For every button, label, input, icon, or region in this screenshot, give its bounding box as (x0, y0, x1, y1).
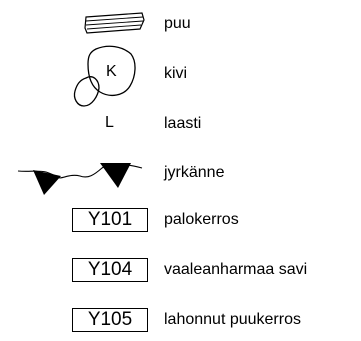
legend-row-y104: Y104 vaaleanharmaa savi (0, 255, 361, 285)
escarpment-line-icon (17, 163, 143, 195)
legend-label-kivi: kivi (164, 65, 188, 82)
legend-label-palokerros: palokerros (164, 211, 239, 228)
layer-code-box: Y101 (72, 208, 148, 232)
legend-row-puu: puu (0, 0, 361, 40)
layer-code-box: Y104 (72, 258, 148, 282)
wood-plank-icon (84, 12, 145, 34)
legend-label-vaaleanharmaa-savi: vaaleanharmaa savi (164, 261, 308, 278)
stone-letter: K (106, 63, 117, 80)
legend-row-y101: Y101 palokerros (0, 205, 361, 235)
layer-code-box: Y105 (72, 308, 148, 332)
legend-label-lahonnut-puukerros: lahonnut puukerros (164, 311, 301, 328)
legend-row-y105: Y105 lahonnut puukerros (0, 306, 361, 336)
legend-label-puu: puu (164, 15, 191, 32)
mortar-letter: L (105, 114, 114, 131)
legend-row-laasti: L laasti (0, 110, 361, 140)
legend-label-laasti: laasti (164, 115, 202, 132)
legend-label-jyrkanne: jyrkänne (164, 164, 225, 181)
legend-row-jyrkanne: jyrkänne (0, 150, 361, 200)
legend-row-kivi: K kivi (0, 40, 361, 107)
stone-outline (73, 45, 136, 107)
